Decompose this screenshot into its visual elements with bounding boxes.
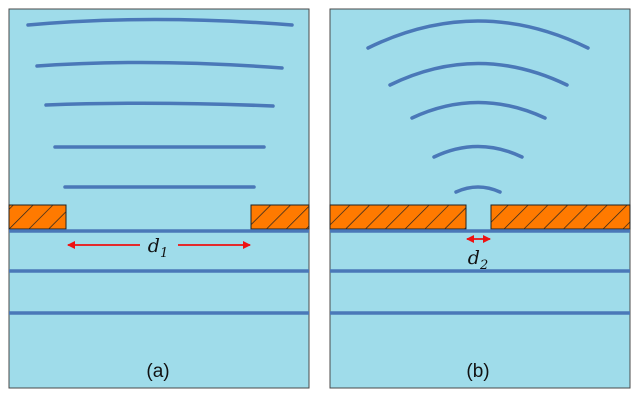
barrier-left-a bbox=[8, 204, 67, 230]
wavefront-b-4 bbox=[432, 144, 524, 159]
gap-label-b: d2 bbox=[468, 247, 488, 273]
wavefront-b-1 bbox=[366, 19, 590, 50]
wavefront-b-5 bbox=[454, 185, 502, 194]
panel-b: d2 (b) bbox=[329, 8, 631, 389]
wavefront-a-1 bbox=[26, 17, 294, 27]
water-area-a bbox=[8, 8, 310, 389]
barrier-right-b bbox=[490, 204, 631, 230]
wavefront-b-2 bbox=[388, 61, 569, 87]
diffracted-waves-b bbox=[366, 19, 590, 194]
wavefront-a-3 bbox=[44, 101, 275, 108]
diffracted-waves-a bbox=[26, 17, 294, 189]
gap-label-a: d1 bbox=[148, 235, 168, 261]
wavefront-a-2 bbox=[35, 60, 284, 70]
caption-b: (b) bbox=[466, 361, 489, 382]
wavefront-b-3 bbox=[410, 100, 547, 120]
water-area-b bbox=[329, 8, 631, 389]
incident-waves-a bbox=[9, 229, 309, 315]
panel-a: d1 (a) bbox=[8, 8, 310, 389]
barrier-left-b bbox=[329, 204, 467, 230]
caption-a: (a) bbox=[146, 361, 169, 382]
barrier-right-a bbox=[250, 204, 310, 230]
incident-waves-b bbox=[330, 229, 630, 315]
